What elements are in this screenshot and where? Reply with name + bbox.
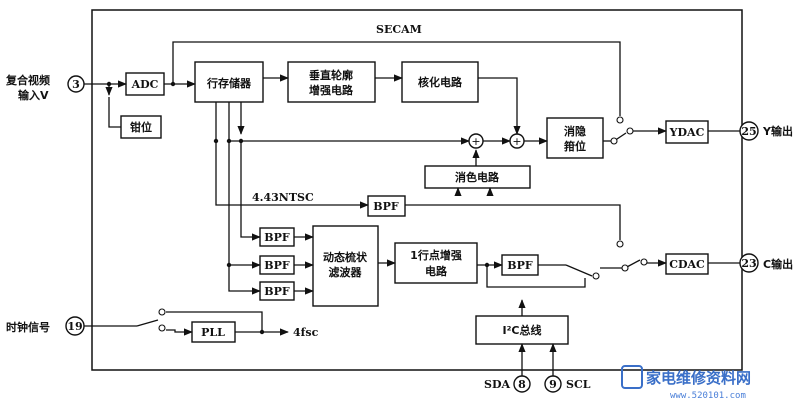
bpf2-block: BPF [259,255,295,275]
svg-text:核化电路: 核化电路 [418,75,463,89]
video-input-label-2: 输入V [18,88,49,102]
svg-text:BPF: BPF [264,231,290,244]
svg-text:电路: 电路 [425,264,448,278]
video-input-label-1: 复合视频 [5,73,50,87]
ydac-block: YDAC [665,120,709,144]
svg-text:www.520101.com: www.520101.com [670,391,746,401]
clamp-block: 钳位 [120,115,162,139]
svg-text:1行点增强: 1行点增强 [410,248,462,262]
svg-text:增强电路: 增强电路 [309,83,354,97]
svg-text:CDAC: CDAC [669,258,705,271]
svg-text:滤波器: 滤波器 [329,265,363,279]
adder-2: + [509,133,525,149]
signal-wires [84,41,740,378]
pll-block: PLL [191,321,236,343]
svg-text:动态梳状: 动态梳状 [323,250,368,264]
coring-block: 核化电路 [401,61,479,103]
svg-text:+: + [471,135,480,148]
svg-text:8: 8 [518,378,526,391]
c-output-label: C输出 [763,257,793,271]
svg-text:消隐: 消隐 [564,124,586,138]
svg-text:钳位: 钳位 [130,120,152,134]
line-memory-block: 行存储器 [194,61,264,103]
dynamic-comb-filter-block: 动态梳状 滤波器 [312,225,379,307]
svg-text:垂直轮廓: 垂直轮廓 [309,68,353,82]
svg-text:BPF: BPF [373,200,399,213]
svg-text:箝位: 箝位 [564,139,586,153]
svg-text:3: 3 [72,78,80,91]
svg-text:BPF: BPF [264,285,290,298]
svg-text:PLL: PLL [201,326,225,339]
dot-enhance-block: 1行点增强 电路 [394,242,478,284]
sda-label: SDA [484,378,510,391]
svg-text:消色电路: 消色电路 [455,170,500,184]
pin-scl: 9 [544,375,562,393]
svg-text:YDAC: YDAC [669,126,705,139]
ntsc-bpf-block: BPF [367,195,406,217]
pin-video-in: 3 [67,75,85,93]
svg-text:23: 23 [741,257,756,270]
y-output-label: Y输出 [762,124,793,138]
svg-text:家电维修资料网: 家电维修资料网 [646,369,751,387]
adder-1: + [468,133,484,149]
vertical-contour-block: 垂直轮廓 增强电路 [287,61,376,103]
blanking-clamp-block: 消隐 箝位 [546,117,604,159]
switch-contacts [158,116,648,332]
svg-text:19: 19 [67,320,82,333]
chip-frame [91,9,743,371]
pin-y-out: 25 [739,121,759,141]
output-bpf-block: BPF [501,254,539,276]
fsc-label: 4fsc [293,326,319,339]
ntsc-label: 4.43NTSC [252,191,314,204]
watermark: 家电维修资料网 www.520101.com [621,365,751,401]
bpf3-block: BPF [259,281,295,301]
svg-text:BPF: BPF [507,259,533,272]
svg-text:I²C总线: I²C总线 [503,323,542,337]
adc-block: ADC [125,72,165,96]
svg-text:ADC: ADC [131,78,159,91]
clock-signal-label: 时钟信号 [6,320,50,334]
svg-text:+: + [512,135,521,148]
chip-title: SECAM [376,23,422,36]
i2c-bus-block: I²C总线 [475,315,569,345]
svg-text:行存储器: 行存储器 [206,76,252,90]
junction-dots [106,81,490,335]
scl-label: SCL [566,378,591,391]
pin-c-out: 23 [739,253,759,273]
color-killer-block: 消色电路 [424,165,531,189]
svg-text:9: 9 [549,378,557,391]
pin-clock: 19 [65,316,85,336]
bpf1-block: BPF [259,227,295,247]
svg-text:25: 25 [741,125,756,138]
svg-text:BPF: BPF [264,259,290,272]
pin-sda: 8 [513,375,531,393]
cdac-block: CDAC [665,253,709,275]
